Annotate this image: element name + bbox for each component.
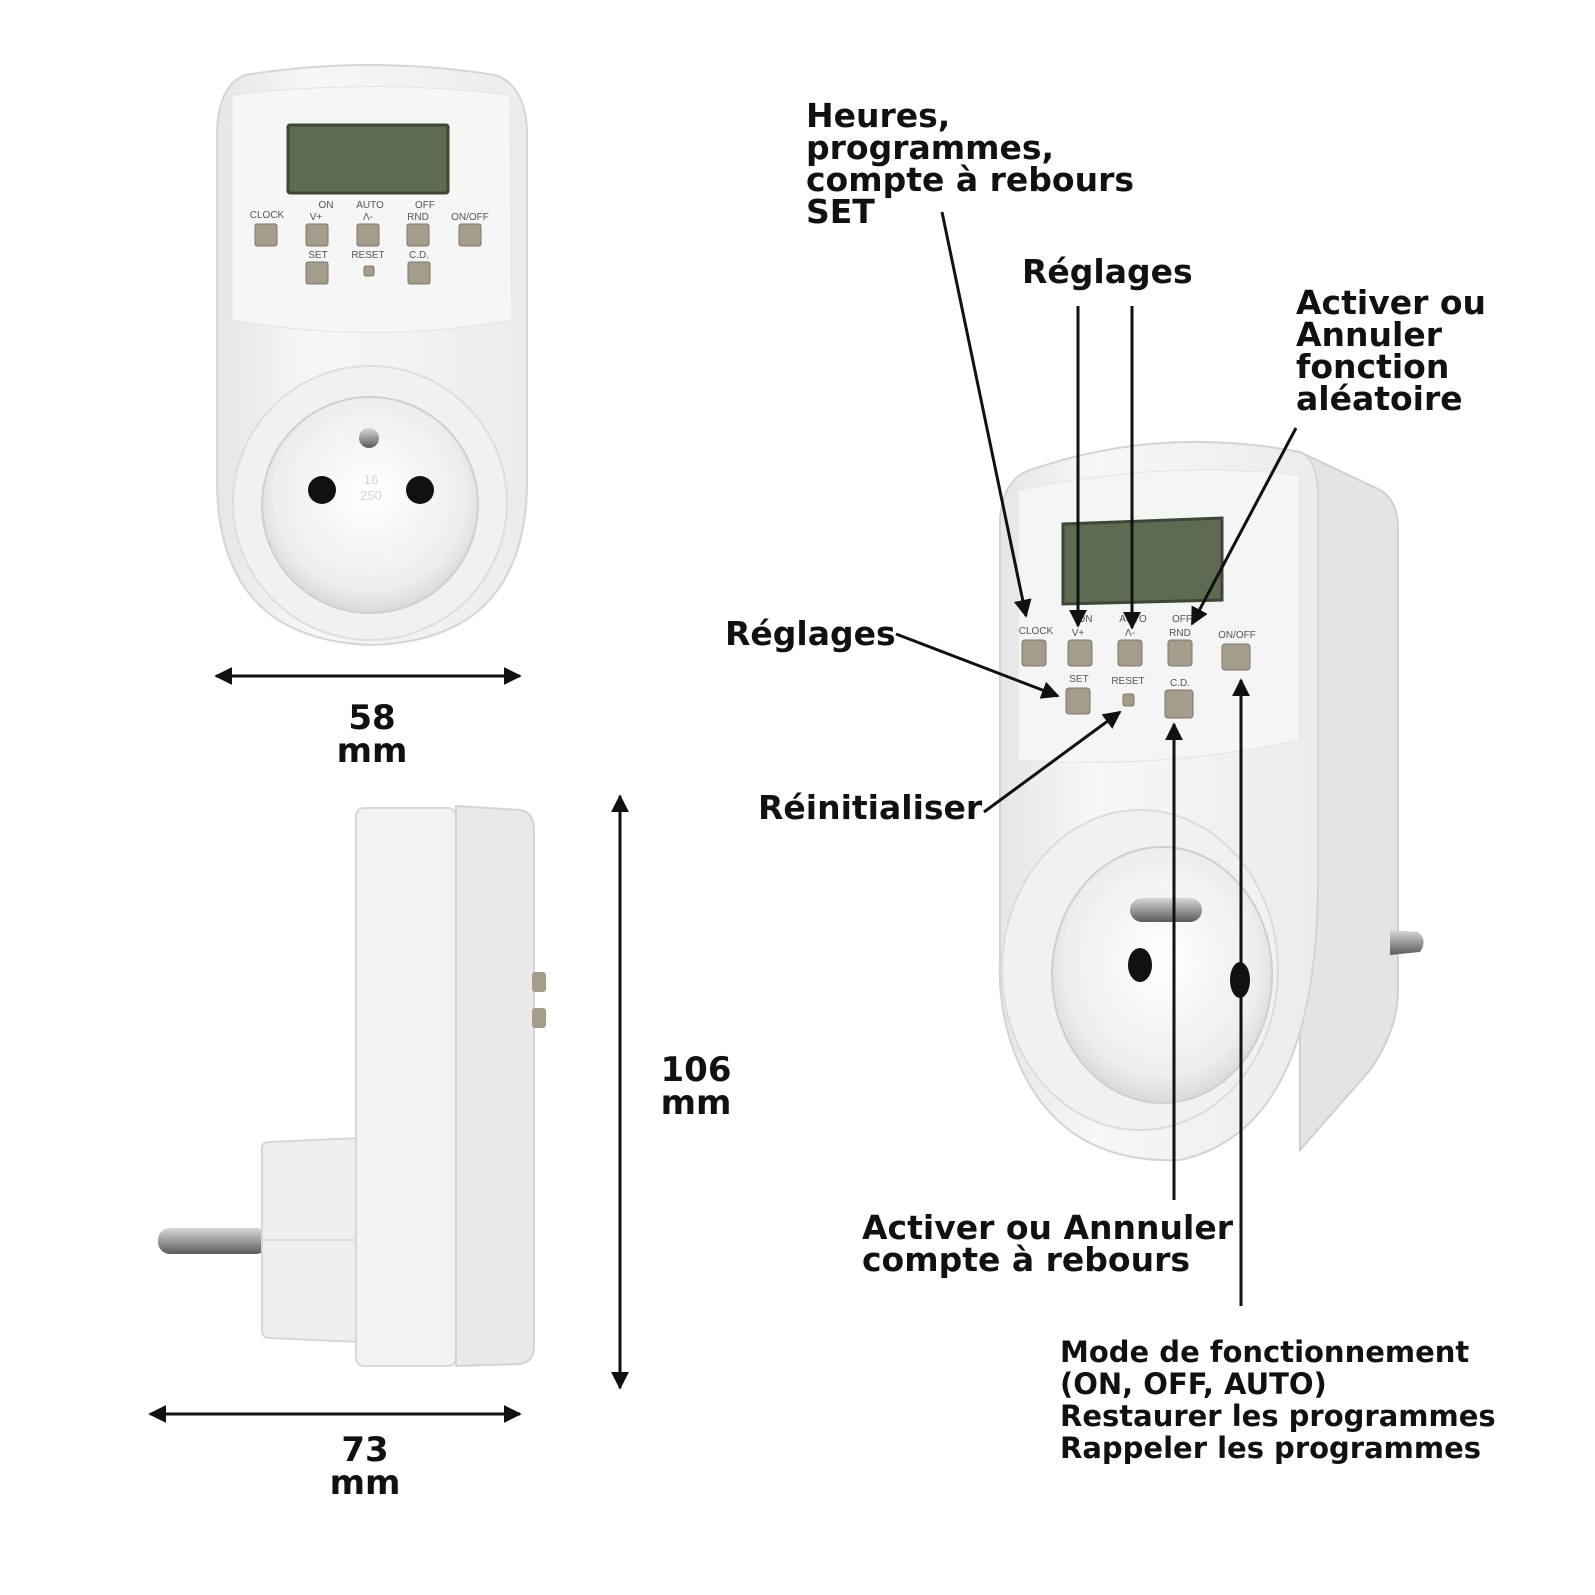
- p-socket-hole-left: [1128, 948, 1152, 982]
- perspective-lcd: [1061, 516, 1224, 606]
- auto-label: AUTO: [356, 200, 384, 211]
- width-dimension-label: 58 mm: [322, 698, 422, 771]
- reset-label: RESET: [351, 250, 384, 261]
- callout-reset-text: Réinitialiser: [758, 788, 983, 827]
- callout-countdown-line-1: Activer ou Annnuler: [862, 1208, 1233, 1247]
- callout-clock-line-2: programmes,: [806, 128, 1055, 167]
- callout-mode-line-3: Restaurer les programmes: [1060, 1399, 1496, 1433]
- rnd-button[interactable]: [406, 223, 430, 247]
- callout-reset: Réinitialiser: [758, 788, 983, 827]
- off-label: OFF: [415, 200, 435, 211]
- width-value: 58: [348, 698, 396, 738]
- p-on-label: ON: [1078, 614, 1093, 625]
- on-label: ON: [319, 200, 334, 211]
- callout-mode-line-4: Rappeler les programmes: [1060, 1431, 1482, 1465]
- p-reset-button[interactable]: [1122, 693, 1135, 707]
- depth-dimension-label: 73 mm: [315, 1430, 415, 1503]
- arrow-clock: [940, 211, 1032, 618]
- p-aminus-label: Λ-: [1125, 628, 1135, 639]
- callout-mode-line-1: Mode de fonctionnement: [1060, 1335, 1470, 1369]
- depth-unit: mm: [329, 1463, 401, 1503]
- reset-button[interactable]: [363, 265, 375, 277]
- callout-random-line-1: Activer ou: [1296, 283, 1487, 322]
- clock-button[interactable]: [254, 223, 278, 247]
- callout-left-settings-text: Réglages: [725, 614, 896, 653]
- height-dimension-label: 106 mm: [646, 1050, 746, 1123]
- p-clock-label: CLOCK: [1019, 626, 1054, 637]
- callout-clock-line-4: SET: [806, 192, 875, 231]
- callout-random: Activer ou Annuler fonction aléatoire: [1296, 283, 1487, 418]
- side-view: [158, 804, 546, 1368]
- socket-hole-right: [406, 476, 434, 504]
- vplus-button[interactable]: [305, 223, 329, 247]
- rnd-label: RND: [407, 212, 429, 223]
- plug-pin: [158, 1228, 268, 1254]
- p-rnd-label: RND: [1169, 628, 1191, 639]
- arrow-rnd: [1190, 427, 1298, 626]
- callout-countdown-line-2: compte à rebours: [862, 1240, 1191, 1279]
- perspective-top-panel: [1017, 469, 1301, 763]
- callout-mode: Mode de fonctionnement (ON, OFF, AUTO) R…: [1060, 1336, 1496, 1464]
- p-clock-button[interactable]: [1021, 639, 1047, 667]
- p-onoff-label: ON/OFF: [1218, 630, 1256, 641]
- callout-clock-line-1: Heures,: [806, 96, 951, 135]
- aminus-label: Λ-: [363, 212, 373, 223]
- side-button-upper: [532, 972, 546, 992]
- callout-random-line-4: aléatoire: [1296, 379, 1463, 418]
- socket-inner: [261, 396, 479, 614]
- height-value: 106: [660, 1050, 732, 1090]
- p-earth-pin: [1130, 898, 1202, 922]
- p-rnd-button[interactable]: [1167, 639, 1193, 667]
- callout-left-settings: Réglages: [725, 614, 896, 653]
- callout-clock-line-3: compte à rebours: [806, 160, 1135, 199]
- callout-random-line-3: fonction: [1296, 347, 1450, 386]
- p-reset-label: RESET: [1111, 676, 1144, 687]
- onoff-label: ON/OFF: [451, 212, 489, 223]
- callout-clock: Heures, programmes, compte à rebours SET: [806, 96, 1135, 231]
- set-button[interactable]: [305, 261, 329, 285]
- cd-button[interactable]: [407, 261, 431, 285]
- callout-mode-line-2: (ON, OFF, AUTO): [1060, 1367, 1327, 1401]
- p-set-button[interactable]: [1065, 687, 1091, 715]
- vplus-label: V+: [310, 212, 323, 223]
- p-onoff-button[interactable]: [1221, 643, 1251, 671]
- front-view: CLOCK ON V+ AUTO Λ- OFF RND ON/OFF SET R…: [216, 64, 528, 647]
- p-socket-inner: [1051, 846, 1273, 1104]
- side-body-rear: [355, 807, 457, 1367]
- p-off-label: OFF: [1172, 614, 1192, 625]
- p-vplus-button[interactable]: [1067, 639, 1093, 667]
- perspective-side: [1299, 450, 1399, 1153]
- cd-label: C.D.: [409, 250, 429, 261]
- perspective-plug-pin: [1390, 930, 1424, 955]
- aminus-button[interactable]: [356, 223, 380, 247]
- socket-mark-250: 250: [360, 488, 382, 503]
- callout-top-settings: Réglages: [1022, 252, 1193, 291]
- arrow-set: [895, 632, 1060, 699]
- callout-random-line-2: Annuler: [1296, 315, 1442, 354]
- p-vplus-label: V+: [1072, 628, 1085, 639]
- side-body-front: [455, 804, 535, 1368]
- perspective-view: CLOCK ON V+ AUTO Λ- OFF RND ON/OFF SET R…: [998, 440, 1424, 1162]
- socket-hole-left: [308, 476, 336, 504]
- socket-mark-16: 16: [364, 472, 378, 487]
- earth-pin: [359, 428, 379, 448]
- side-button-lower: [532, 1008, 546, 1028]
- p-set-label: SET: [1069, 674, 1088, 685]
- p-cd-label: C.D.: [1170, 678, 1190, 689]
- width-unit: mm: [336, 731, 408, 771]
- depth-value: 73: [341, 1430, 389, 1470]
- p-cd-button[interactable]: [1164, 689, 1194, 719]
- height-unit: mm: [660, 1083, 732, 1123]
- callout-countdown: Activer ou Annnuler compte à rebours: [862, 1208, 1233, 1279]
- onoff-button[interactable]: [458, 223, 482, 247]
- set-label: SET: [308, 250, 327, 261]
- callout-arrows: [895, 211, 1298, 1306]
- arrow-reset: [983, 710, 1122, 814]
- p-aminus-button[interactable]: [1117, 639, 1143, 667]
- lcd-screen: [286, 123, 450, 195]
- clock-label: CLOCK: [250, 210, 285, 221]
- callout-top-settings-text: Réglages: [1022, 252, 1193, 291]
